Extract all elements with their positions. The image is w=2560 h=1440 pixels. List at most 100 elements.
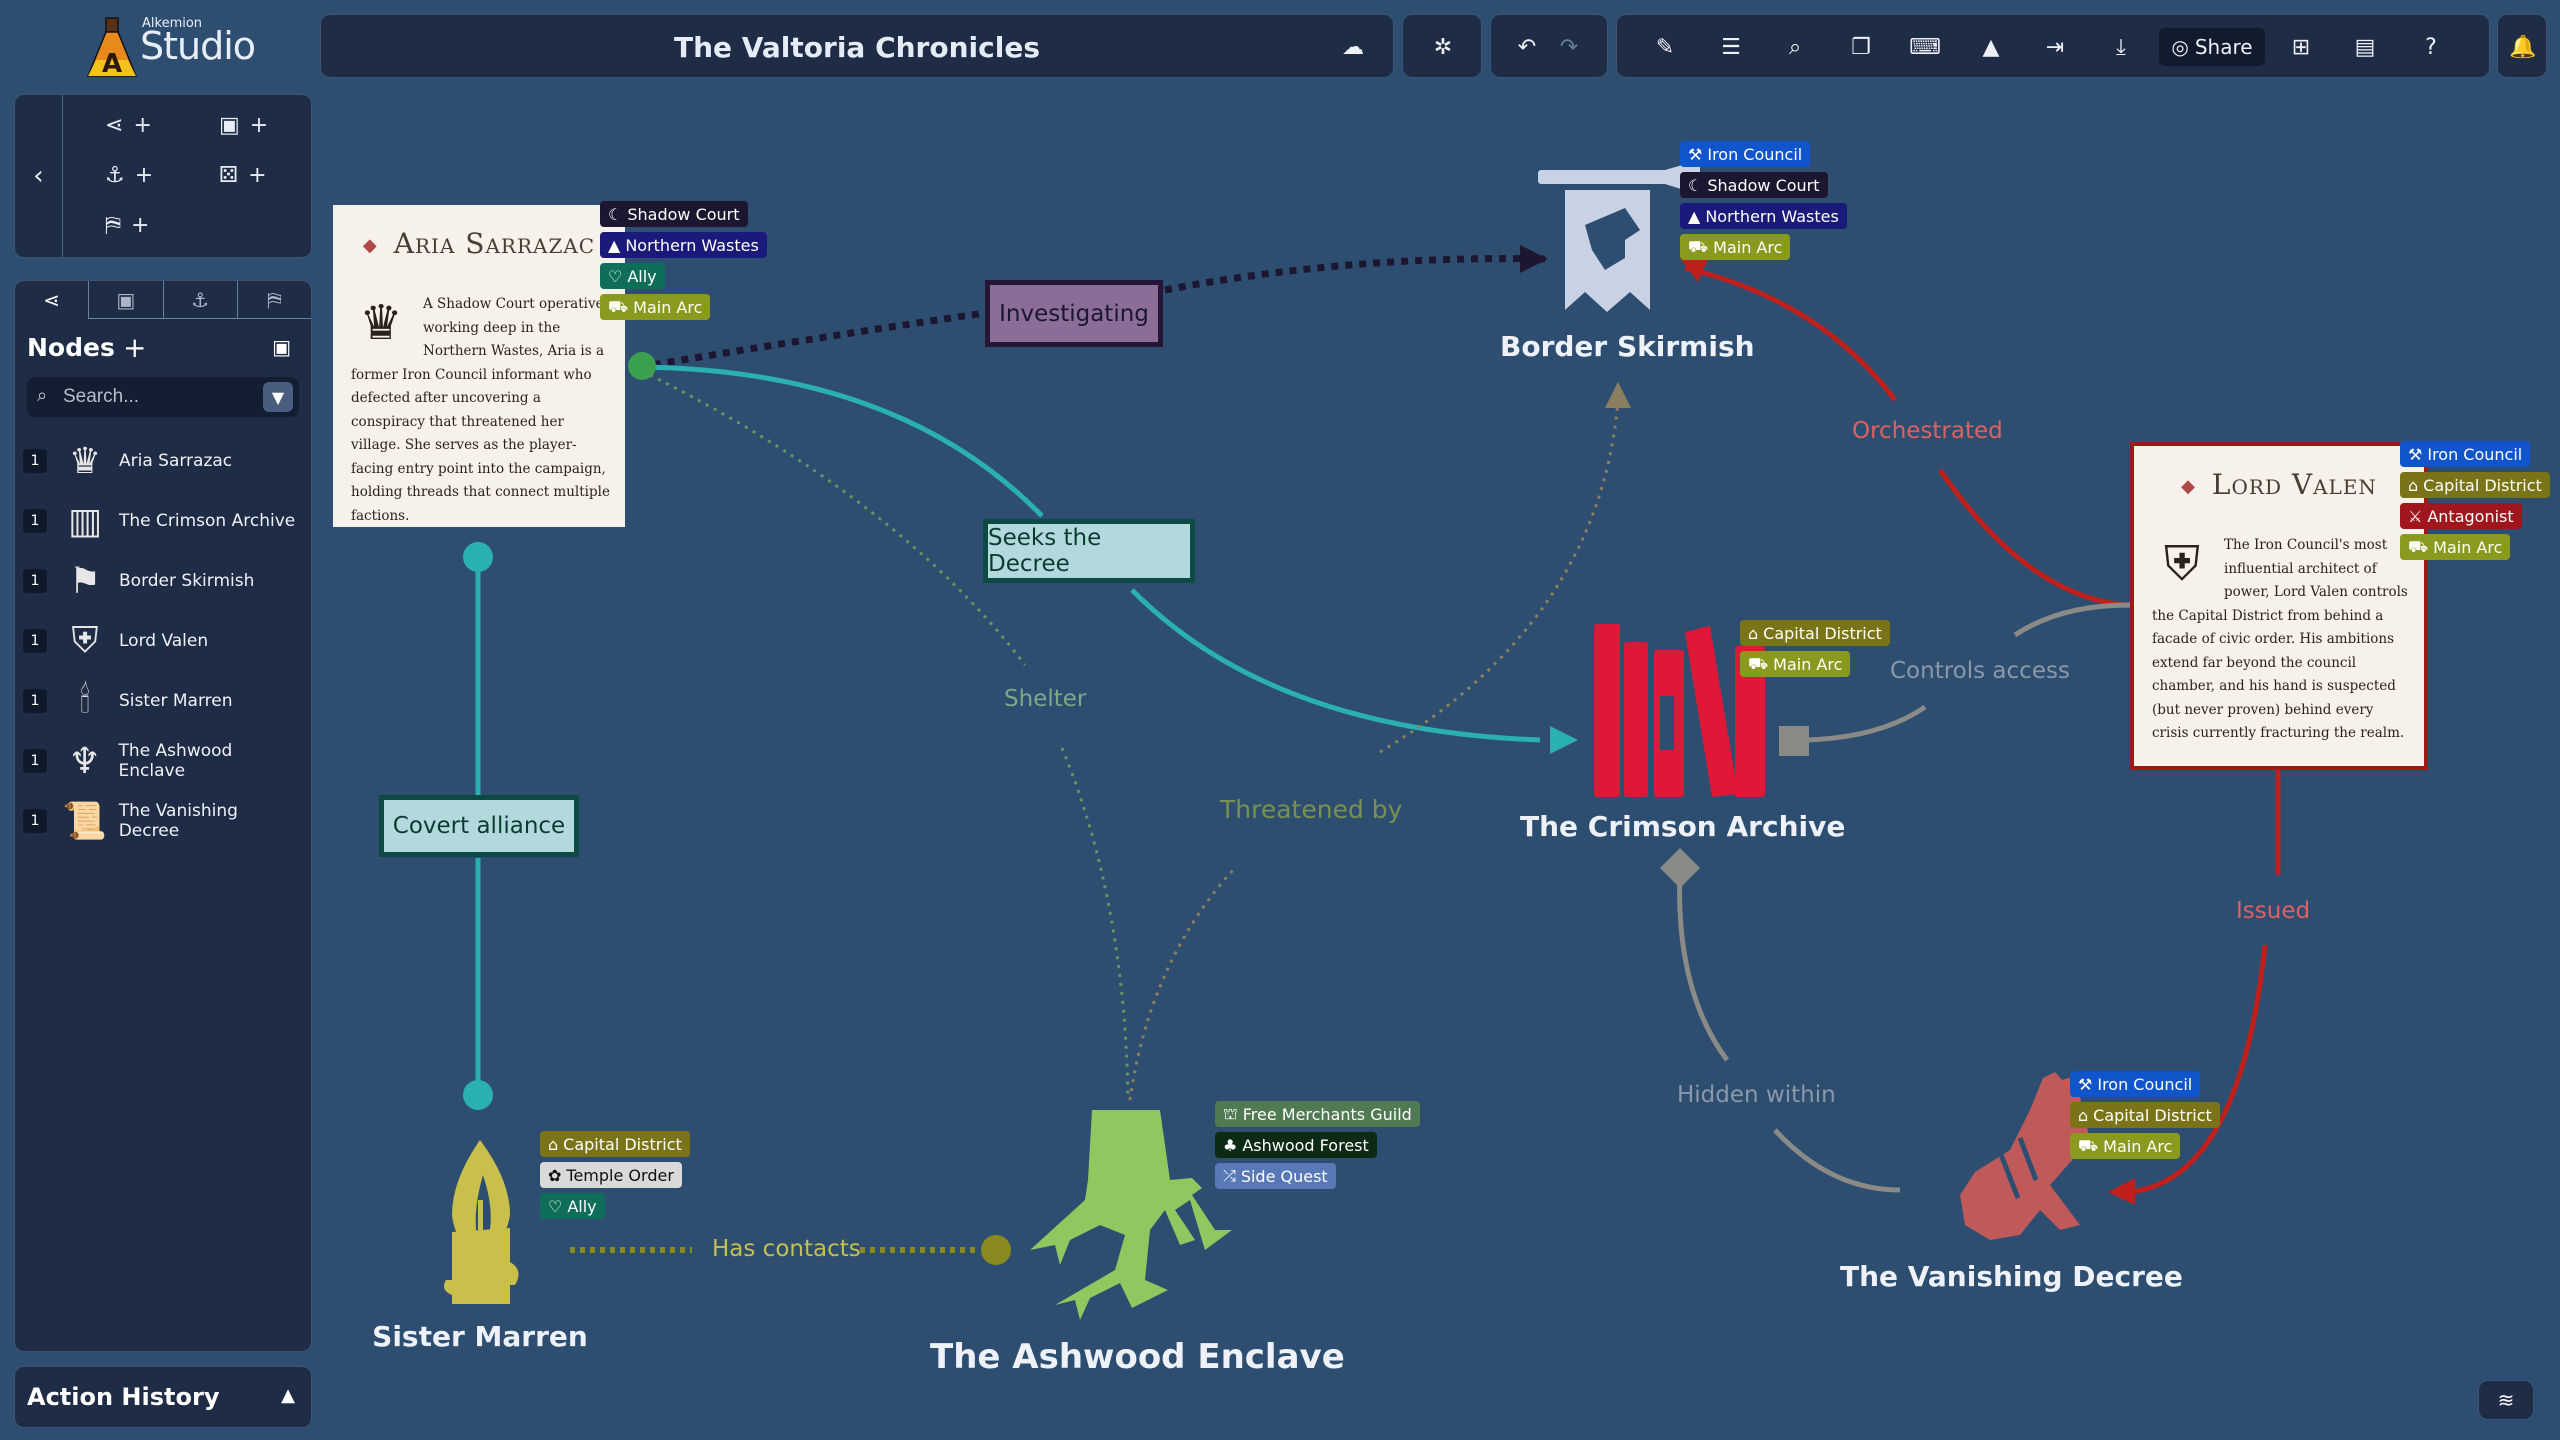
books-icon[interactable] xyxy=(1594,624,1765,797)
tag-badge[interactable]: ⌂Capital District xyxy=(2400,472,2550,498)
search-icon[interactable]: ⌕ xyxy=(1788,34,1802,60)
edge-hidden-2[interactable] xyxy=(1773,1128,1901,1193)
node-title-ashwood[interactable]: The Ashwood Enclave xyxy=(930,1337,1345,1377)
action-history-panel[interactable]: Action History ▲ xyxy=(14,1366,312,1428)
edge-label-contacts[interactable]: Has contacts xyxy=(712,1236,861,1262)
edge-label-shelter[interactable]: Shelter xyxy=(1004,686,1087,712)
node-card-valen[interactable]: ◆Lord Valen ⛨The Iron Council's most inf… xyxy=(2130,442,2428,770)
edge-orchestrated-2[interactable] xyxy=(1937,468,2131,608)
list-item[interactable]: 1♛Aria Sarrazac xyxy=(23,433,303,489)
edge-seeks-2[interactable] xyxy=(1130,588,1541,743)
node-title-archive[interactable]: The Crimson Archive xyxy=(1520,810,1846,843)
export-icon[interactable]: ⇥ xyxy=(2045,34,2065,60)
caret-up-icon[interactable]: ▲ xyxy=(281,1385,295,1406)
cloud-saved-icon[interactable]: ☁ xyxy=(1342,34,1364,60)
edge-shelter-2[interactable] xyxy=(1060,747,1130,1101)
edge-handle-covert-bottom[interactable] xyxy=(463,1080,493,1110)
tag-badge[interactable]: ♡Ally xyxy=(600,263,665,289)
edge-label-orchestrated[interactable]: Orchestrated xyxy=(1852,418,2003,444)
edge-label-seeks[interactable]: Seeks the Decree xyxy=(983,519,1195,583)
tag-badge[interactable]: ♡Ally xyxy=(540,1193,605,1219)
edge-controls[interactable] xyxy=(2013,602,2131,638)
tab-nodes[interactable]: ⋖ xyxy=(15,281,88,319)
tag-badge[interactable]: ▲Northern Wastes xyxy=(600,232,767,258)
add-map-button[interactable]: ⛿+ xyxy=(105,213,150,238)
tag-badge[interactable]: ▲Northern Wastes xyxy=(1680,203,1847,229)
tag-badge[interactable]: ✿Temple Order xyxy=(540,1162,682,1188)
list-item[interactable]: 1▥The Crimson Archive xyxy=(23,493,303,549)
tag-badge[interactable]: ⛟Main Arc xyxy=(600,294,711,320)
tag-badge[interactable]: ⚒Iron Council xyxy=(1680,141,1811,167)
download-icon[interactable]: ⤓ xyxy=(2116,34,2126,60)
book-icon[interactable]: ▤ xyxy=(2354,34,2376,60)
tag-badge[interactable]: ⚔Antagonist xyxy=(2400,503,2522,529)
tag-badge[interactable]: ⛟Main Arc xyxy=(1740,651,1851,677)
tab-images[interactable]: ▣ xyxy=(88,281,163,319)
tag-badge[interactable]: ⛟Main Arc xyxy=(1680,234,1791,260)
list-item[interactable]: 1⚑Border Skirmish xyxy=(23,553,303,609)
tag-badge[interactable]: ⌂Capital District xyxy=(540,1131,690,1157)
list-item[interactable]: 1♆The Ashwood Enclave xyxy=(23,733,303,789)
scroll-icon[interactable] xyxy=(1960,1072,2090,1240)
project-title[interactable]: The Valtoria Chronicles xyxy=(674,31,1040,64)
tab-anchors[interactable]: ⚓ xyxy=(162,281,237,319)
list-item[interactable]: 1⛨Lord Valen xyxy=(23,613,303,669)
node-title-marren[interactable]: Sister Marren xyxy=(372,1320,588,1353)
add-dice-button[interactable]: ⚄+ xyxy=(219,163,267,188)
add-image-button[interactable]: ▣+ xyxy=(219,113,269,138)
edge-investigating[interactable] xyxy=(639,309,986,371)
grid-icon[interactable]: ⊞ xyxy=(2291,34,2311,60)
copy-icon[interactable]: ❐ xyxy=(1851,34,1871,60)
help-icon[interactable]: ? xyxy=(2425,34,2437,60)
undo-icon[interactable]: ↶ xyxy=(1517,34,1537,60)
war-banner-icon[interactable] xyxy=(1538,160,1700,312)
bug-off-icon[interactable]: ✲ xyxy=(1433,34,1453,60)
tab-maps[interactable]: ⛿ xyxy=(236,281,311,319)
tag-badge[interactable]: ⛫Free Merchants Guild xyxy=(1215,1101,1420,1127)
filter-icon[interactable]: ▼ xyxy=(263,382,293,412)
edge-label-hidden[interactable]: Hidden within xyxy=(1677,1082,1836,1108)
tag-badge[interactable]: ⤮Side Quest xyxy=(1215,1163,1336,1189)
edge-investigating-2[interactable] xyxy=(1164,255,1546,294)
node-card-aria[interactable]: ◆Aria Sarrazac ♛A Shadow Court operative… xyxy=(333,205,625,527)
edge-label-investigating[interactable]: Investigating xyxy=(985,280,1163,347)
add-node-button[interactable]: ⋖+ xyxy=(105,113,152,138)
layers-button[interactable]: ≋ xyxy=(2478,1380,2534,1420)
app-logo[interactable]: A Alkemion Studio xyxy=(84,12,256,79)
edge-label-threatened[interactable]: Threatened by xyxy=(1220,795,1403,824)
share-button[interactable]: ◎ Share xyxy=(2159,28,2265,66)
edge-shelter[interactable] xyxy=(649,373,1027,666)
edge-handle-aria[interactable] xyxy=(628,352,656,380)
tag-badge[interactable]: ⛟Main Arc xyxy=(2400,534,2511,560)
edge-handle-contacts[interactable] xyxy=(981,1235,1011,1265)
tag-badge[interactable]: ⌂Capital District xyxy=(1740,620,1890,646)
tag-badge[interactable]: ☾Shadow Court xyxy=(1680,172,1828,198)
keyboard-icon[interactable]: ⌨ xyxy=(1909,34,1941,60)
collapse-sidebar-button[interactable]: ‹ xyxy=(15,95,63,257)
table-icon[interactable]: ☰ xyxy=(1721,34,1741,60)
tag-badge[interactable]: ⚒Iron Council xyxy=(2400,441,2531,467)
shapes-icon[interactable]: ▲ xyxy=(1982,34,2000,60)
tree-roots-icon[interactable] xyxy=(1030,1110,1232,1320)
node-title-skirmish[interactable]: Border Skirmish xyxy=(1500,330,1755,363)
tag-badge[interactable]: ⛟Main Arc xyxy=(2070,1133,2181,1159)
list-item[interactable]: 1📜The Vanishing Decree xyxy=(23,793,303,849)
edge-threatened-2[interactable] xyxy=(1379,399,1620,754)
edge-orchestrated[interactable] xyxy=(1684,265,1897,402)
edge-threatened[interactable] xyxy=(1128,866,1237,1101)
candle-icon[interactable] xyxy=(444,1140,519,1304)
search-input[interactable] xyxy=(63,383,243,411)
edge-handle-covert-top[interactable] xyxy=(463,542,493,572)
edge-label-controls[interactable]: Controls access xyxy=(1890,658,2070,684)
edge-controls-2[interactable] xyxy=(1804,704,1927,743)
edit-page-icon[interactable]: ✎ xyxy=(1655,34,1675,60)
tag-badge[interactable]: ⚒Iron Council xyxy=(2070,1071,2201,1097)
node-title-decree[interactable]: The Vanishing Decree xyxy=(1840,1260,2183,1293)
bell-icon[interactable]: 🔔 xyxy=(2509,34,2537,60)
edge-label-issued[interactable]: Issued xyxy=(2236,898,2311,924)
tag-badge[interactable]: ♣Ashwood Forest xyxy=(1215,1132,1377,1158)
image-icon[interactable]: ▣ xyxy=(272,335,291,359)
edge-hidden[interactable] xyxy=(1677,869,1730,1062)
edge-seeks[interactable] xyxy=(639,364,1044,518)
